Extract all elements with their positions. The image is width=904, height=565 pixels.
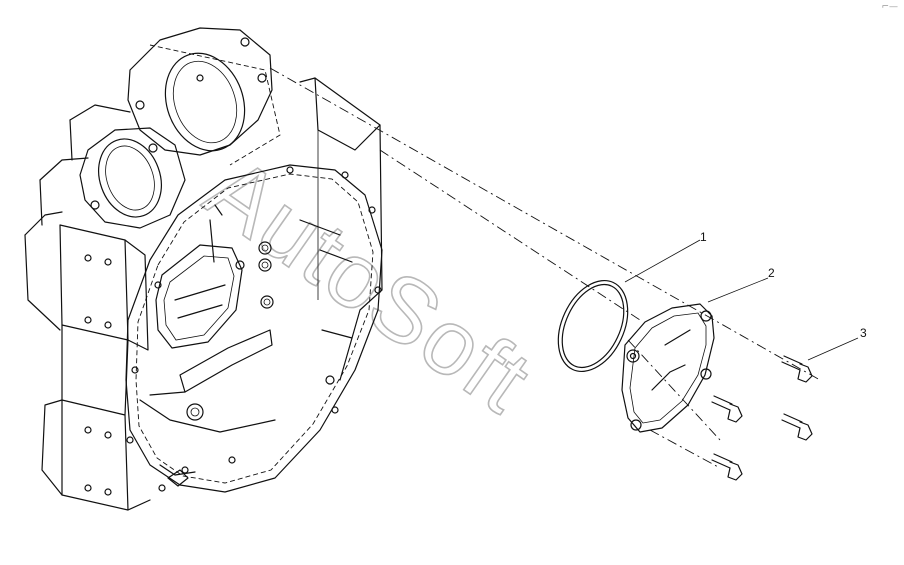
- callout-label-3: 3: [860, 326, 867, 340]
- flywheel-housing: [24, 27, 383, 511]
- bolt-part: [781, 355, 813, 383]
- bolt-part: [711, 453, 743, 481]
- bolt-part: [781, 413, 813, 441]
- bolt-part: [711, 395, 743, 423]
- watermark-text: AutoSoft: [189, 138, 550, 433]
- callout-label-2: 2: [768, 266, 775, 280]
- cover-plate-part: [621, 303, 715, 433]
- o-ring-part: [557, 279, 629, 373]
- callout-leaders: [624, 239, 859, 361]
- assembly-axis-lines: [269, 67, 821, 469]
- corner-mark: ⌐—: [881, 2, 898, 12]
- callout-label-1: 1: [700, 230, 707, 244]
